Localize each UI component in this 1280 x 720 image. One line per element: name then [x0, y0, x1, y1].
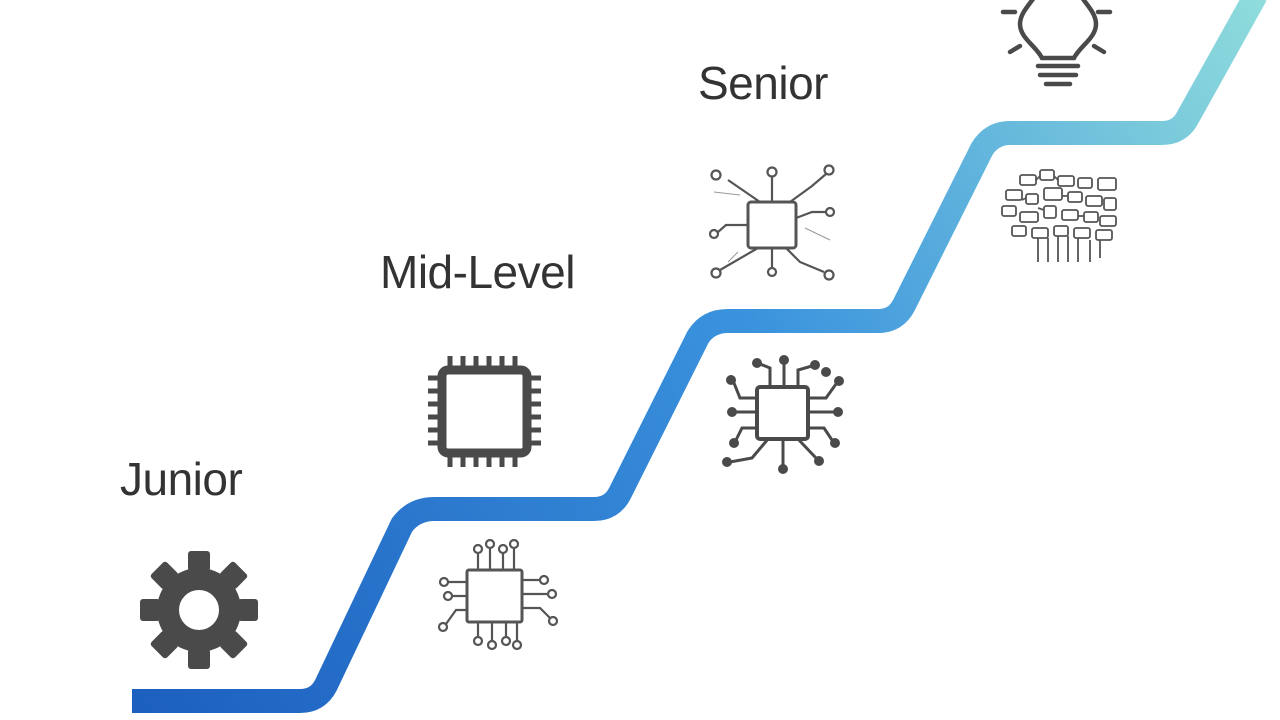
network-blocks-icon: [1001, 169, 1117, 262]
level-label-junior: Junior: [120, 453, 243, 505]
circuit-chip-icon: [722, 355, 844, 474]
circuit-chip-icon: [437, 538, 559, 651]
cpu-chip-icon: [428, 356, 541, 467]
level-label-senior: Senior: [698, 57, 828, 109]
career-growth-path: [132, 0, 1267, 713]
gear-icon: [140, 551, 258, 669]
lightbulb-icon: [1000, 0, 1113, 87]
level-label-mid-level: Mid-Level: [380, 246, 575, 298]
circuit-chip-icon: [708, 164, 836, 281]
